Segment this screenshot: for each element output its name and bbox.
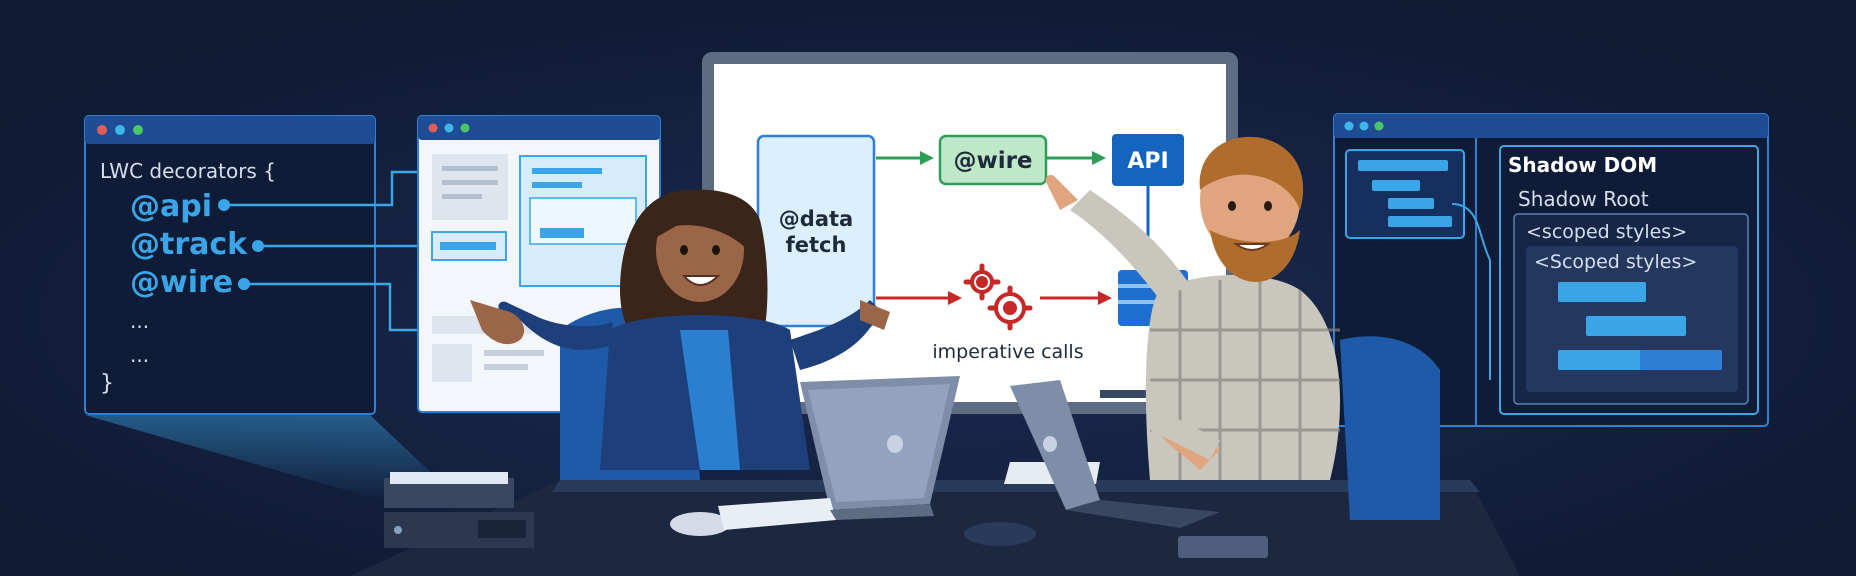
wire-box-label: @wire	[953, 148, 1032, 174]
laptop-right	[1010, 380, 1220, 528]
person-man	[1045, 136, 1340, 480]
decorator-track: @track	[130, 227, 248, 262]
speaker-icon	[964, 522, 1036, 546]
decorator-wire: @wire	[130, 265, 233, 300]
data-fetch-label-line2: fetch	[786, 233, 847, 257]
window-close-dot	[97, 125, 107, 135]
imperative-calls-label: imperative calls	[932, 341, 1083, 363]
code-closing-brace: }	[100, 371, 114, 396]
scoped-styles-inner: <Scoped styles>	[1534, 251, 1697, 273]
phone-icon	[1178, 536, 1268, 558]
code-header: LWC decorators {	[100, 159, 276, 183]
api-connector-dot	[218, 199, 230, 211]
window-max-dot	[133, 125, 143, 135]
wire-flow-arrows	[876, 151, 1106, 165]
window-min-dot	[115, 125, 125, 135]
light-beam	[85, 415, 460, 500]
code-ellipsis-2: ...	[130, 343, 149, 367]
shadow-dom-panel: Shadow DOM Shadow Root <scoped styles> <…	[1333, 113, 1769, 427]
gear-icon	[963, 263, 1033, 331]
imperative-flow-arrows	[876, 291, 1112, 305]
track-connector-dot	[252, 240, 264, 252]
code-ellipsis-1: ...	[130, 309, 149, 333]
laptop-left	[718, 376, 960, 530]
wire-connector-dot	[238, 278, 250, 290]
decorator-api: @api	[130, 189, 212, 224]
chair-right	[1340, 336, 1440, 520]
api-box	[1112, 134, 1184, 186]
device-stack	[384, 472, 534, 548]
shadow-root-label: Shadow Root	[1518, 187, 1649, 211]
person-woman	[470, 189, 890, 470]
scoped-styles-outer: <scoped styles>	[1526, 221, 1687, 243]
mouse-icon	[670, 512, 730, 536]
shadow-dom-title: Shadow DOM	[1508, 153, 1657, 177]
data-fetch-label-line1: @data	[779, 207, 853, 231]
api-box-label: API	[1127, 149, 1168, 174]
wire-box	[938, 134, 1048, 186]
data-fetch-box	[756, 134, 876, 328]
code-panel: LWC decorators { @api @track @wire ... .…	[84, 115, 376, 415]
